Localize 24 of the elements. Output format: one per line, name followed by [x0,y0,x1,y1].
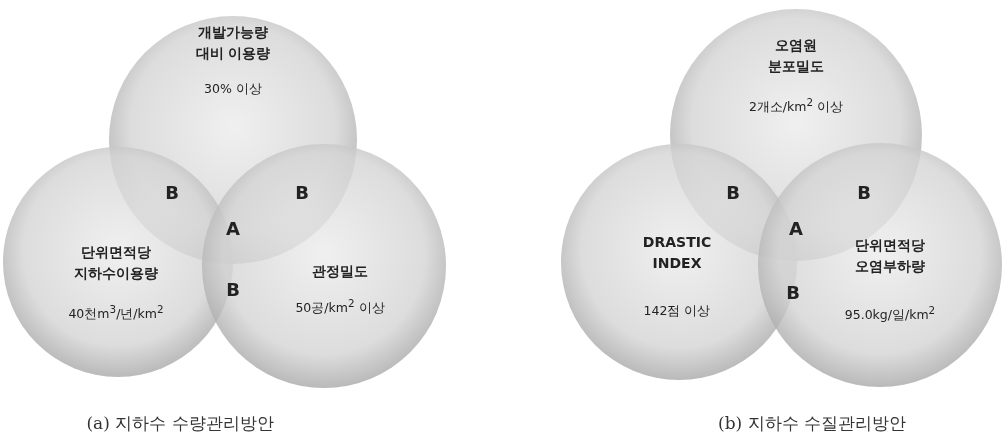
circle-value: 95.0kg/일/km$^{2}$ [844,303,936,325]
circle-heading: 관정밀도 [311,262,369,281]
circle-heading: 개발가능량 대비 이용량 [194,23,272,63]
figure-caption: (a) 지하수 수량관리방안 [86,412,274,435]
circle-heading: 단위면적당 지하수이용량 [74,243,158,283]
circle-value: 30% 이상 [204,80,262,98]
circle-value: 40천m$^{3}$/년/km$^{2}$ [68,302,164,324]
region-label: A [789,217,803,239]
region-label: A [226,217,240,239]
venn-circle [202,144,446,388]
region-label: B [226,278,240,300]
region-label: B [726,181,740,203]
region-label: B [857,181,871,203]
venn-circle [758,143,1002,387]
region-label: B [786,281,800,303]
circle-value: 142점 이상 [643,302,711,320]
figure-caption: (b) 지하수 수질관리방안 [718,412,906,435]
circle-heading: 단위면적당 오염부하량 [854,236,926,276]
circle-heading: 오염원 분포밀도 [767,36,825,76]
circle-value: 2개소/km$^{2}$ 이상 [748,95,844,117]
circle-value: 50공/km$^{2}$ 이상 [295,296,385,318]
region-label: B [165,181,179,203]
circle-heading: DRASTIC INDEX [641,233,713,273]
region-label: B [295,181,309,203]
